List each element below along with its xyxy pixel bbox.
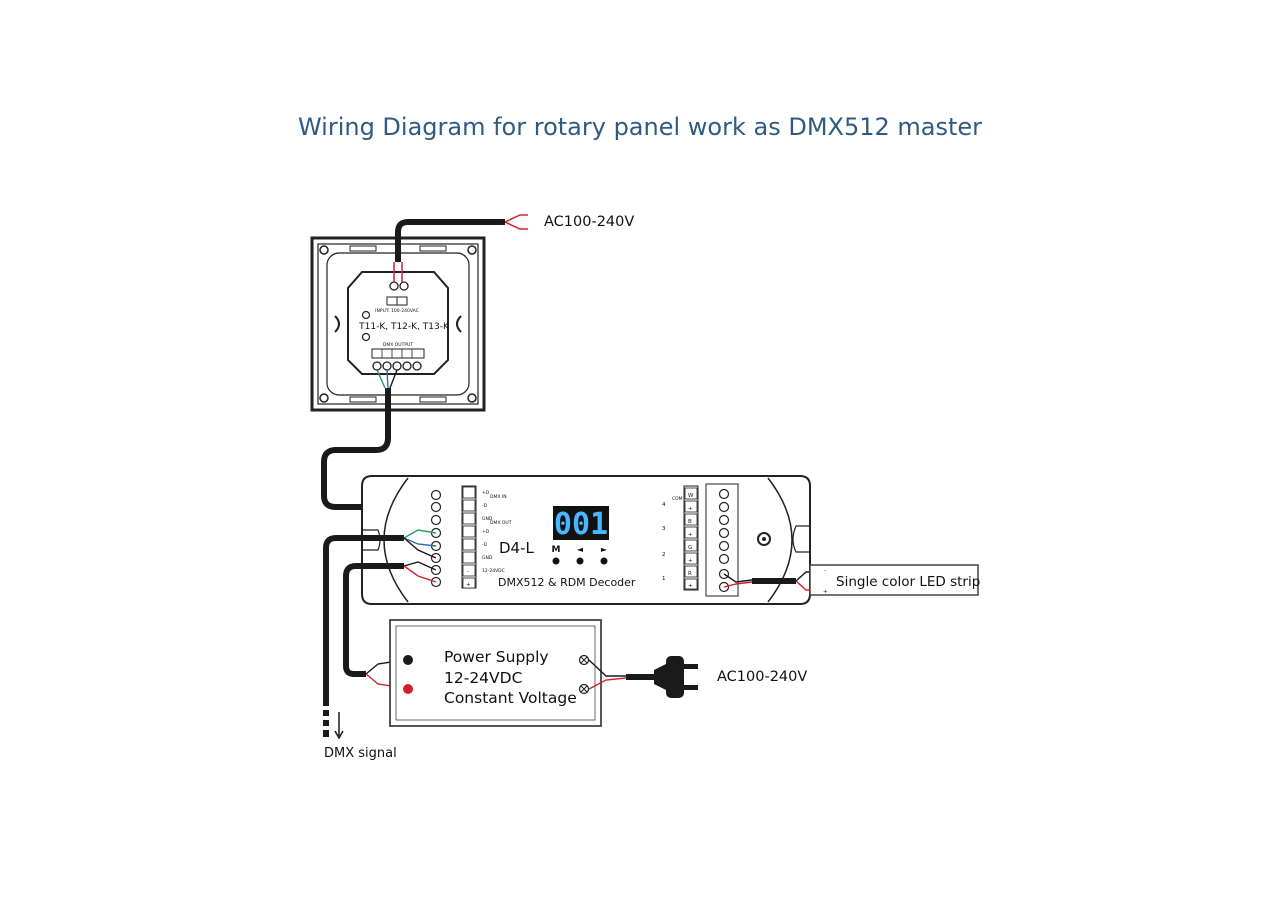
decoder-left-screws (430, 489, 442, 588)
com-label: COM (672, 496, 683, 502)
term-label: -D (482, 503, 488, 509)
term-label: + (688, 583, 693, 589)
mains-cable-top (393, 214, 528, 282)
dmx-cable-panel-to-decoder (321, 388, 404, 510)
ps-negative-terminal (403, 655, 413, 665)
button-left[interactable] (576, 557, 584, 565)
power-supply: Power Supply 12-24VDC Constant Voltage (389, 619, 602, 727)
decoder-left-terminal-labels: +D -D GND +D -D GND - + DMX IN DMX OUT 1… (462, 486, 512, 589)
term-label: GND (482, 516, 493, 522)
decoder-right-terminal-labels: W + B + G + R + COM 4 3 2 1 (662, 485, 699, 591)
led-plus-label: + (823, 589, 828, 595)
term-label: G (688, 545, 692, 551)
channel-number: 1 (662, 576, 666, 582)
term-label: + (688, 558, 693, 564)
button-left-label: ◄ (577, 545, 584, 554)
led-strip: - + Single color LED strip (723, 564, 980, 596)
plug-icon (654, 656, 698, 698)
mains-label-plug: AC100-240V (717, 669, 807, 685)
term-label: +D (482, 529, 490, 535)
group-label-dmx-out: DMX OUT (490, 520, 512, 526)
ps-line3: Constant Voltage (444, 689, 577, 707)
term-label: + (688, 506, 693, 512)
panel-output-label: DMX OUTPUT (383, 342, 413, 348)
dmx-signal-cable (323, 529, 437, 740)
button-right[interactable] (600, 557, 608, 565)
term-label: + (688, 532, 693, 538)
ps-ac-terminal-icon (578, 654, 590, 695)
term-label: W (688, 493, 694, 499)
dmx-signal-label: DMX signal (324, 746, 397, 761)
channel-number: 3 (662, 526, 666, 532)
group-label-power: 12-24VDC (482, 568, 505, 574)
ps-line1: Power Supply (444, 648, 549, 666)
decoder-d4l: +D -D GND +D -D GND - + DMX IN DMX OUT 1… (361, 475, 811, 605)
term-label: - (467, 569, 469, 575)
term-label: GND (482, 555, 493, 561)
led-strip-label: Single color LED strip (836, 574, 980, 590)
group-label-dmx-in: DMX IN (490, 494, 507, 500)
term-label: -D (482, 542, 488, 548)
panel-side-clip-icon (334, 315, 462, 333)
rotary-panel: INPUT: 100-240VAC T11-K, T12-K, T13-K DM… (310, 236, 486, 412)
decoder-model: D4-L (499, 539, 535, 557)
button-right-label: ► (601, 545, 608, 554)
term-label: R (688, 571, 692, 577)
term-label: B (688, 519, 692, 525)
channel-number: 4 (662, 502, 666, 508)
panel-model-label: T11-K, T12-K, T13-K (358, 322, 450, 332)
channel-number: 2 (662, 552, 666, 558)
mains-plug-cable (588, 656, 698, 698)
ps-positive-terminal (403, 684, 413, 694)
button-m[interactable] (552, 557, 560, 565)
decoder-display (553, 506, 609, 540)
panel-dmx-wires (376, 369, 398, 389)
mains-label-top: AC100-240V (544, 214, 634, 230)
ps-line2: 12-24VDC (444, 669, 522, 687)
term-label: + (466, 582, 471, 588)
diagram-title: Wiring Diagram for rotary panel work as … (297, 113, 983, 141)
display-digits: 001 (554, 507, 608, 542)
panel-mount-screw-icon (319, 245, 477, 403)
decoder-subtitle: DMX512 & RDM Decoder (498, 576, 636, 589)
panel-input-label: INPUT: 100-240VAC (375, 308, 419, 314)
button-m-label: M (552, 545, 561, 555)
led-minus-label: - (824, 568, 826, 574)
term-label: +D (482, 490, 490, 496)
